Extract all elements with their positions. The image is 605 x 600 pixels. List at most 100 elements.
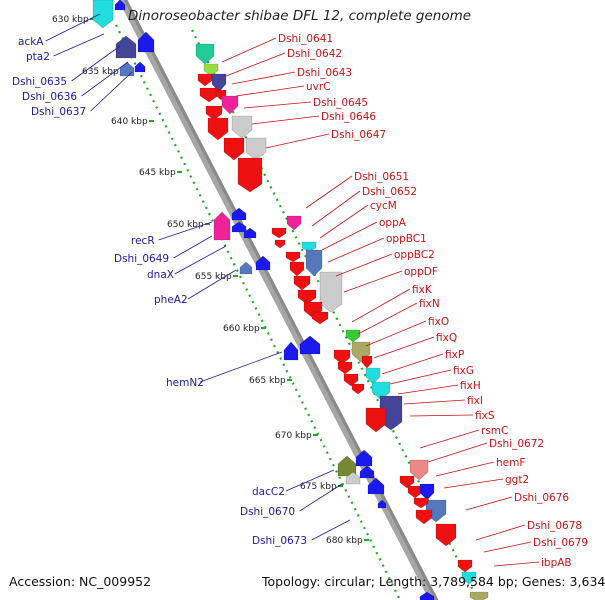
gene-feature-reverse — [359, 465, 375, 479]
right-gene-label: oppBC1 — [386, 233, 427, 245]
gene-feature-forward — [211, 73, 227, 93]
gene-feature-forward — [319, 271, 343, 313]
right-gene-leader — [319, 204, 369, 239]
left-gene-leader — [174, 245, 227, 275]
right-gene-label: fixQ — [436, 332, 457, 344]
gene-feature-forward — [333, 349, 351, 365]
gene-feature-reverse — [213, 211, 231, 241]
right-gene-leader — [243, 101, 312, 109]
left-gene-label: Dshi_0649 — [114, 253, 169, 265]
right-gene-label: Dshi_0672 — [489, 438, 544, 450]
right-gene-leader — [365, 320, 427, 347]
right-gene-label: Dshi_0642 — [287, 48, 342, 60]
left-gene-leader — [187, 269, 237, 300]
gene-feature-reverse — [137, 31, 155, 53]
gene-feature-forward — [415, 509, 433, 525]
gene-feature-forward — [337, 361, 353, 375]
gene-feature-forward — [297, 289, 317, 305]
right-gene-leader — [435, 461, 495, 477]
right-gene-label: ibpAB — [541, 557, 572, 569]
right-gene-leader — [397, 384, 459, 395]
right-gene-leader — [409, 414, 474, 417]
gene-feature-reverse — [367, 477, 385, 495]
right-gene-leader — [357, 302, 418, 335]
left-gene-label: pheA2 — [154, 294, 188, 306]
ruler-tick-label: 635 kbp — [82, 67, 119, 77]
gene-feature-forward — [461, 571, 477, 585]
gene-feature-forward — [457, 559, 473, 573]
ruler-tick-label: 675 kbp — [300, 482, 337, 492]
left-gene-leader — [285, 469, 335, 492]
gene-feature-forward — [285, 251, 301, 263]
left-gene-label: dnaX — [147, 269, 174, 281]
ruler-tick-label: 665 kbp — [249, 376, 286, 386]
gene-feature-reverse — [239, 261, 253, 275]
gene-feature-forward — [399, 475, 415, 489]
right-gene-leader — [251, 115, 320, 125]
gene-feature-reverse — [231, 207, 247, 221]
left-gene-leader — [299, 483, 343, 512]
right-gene-label: Dshi_0678 — [527, 520, 582, 532]
right-gene-label: fixS — [475, 410, 495, 422]
right-gene-leader — [381, 353, 444, 375]
gene-feature-forward — [351, 383, 365, 395]
gene-feature-forward — [365, 407, 387, 433]
right-gene-leader — [427, 442, 488, 463]
gene-feature-reverse — [255, 255, 271, 271]
right-gene-label: fixI — [467, 395, 483, 407]
gene-feature-forward — [92, 0, 114, 29]
gene-feature-reverse — [419, 591, 435, 600]
right-gene-label: Dshi_0652 — [362, 186, 417, 198]
left-gene-label: Dshi_0673 — [252, 535, 307, 547]
right-gene-label: fixH — [460, 380, 481, 392]
gene-feature-forward — [361, 355, 373, 369]
ruler-tick-label: 645 kbp — [139, 168, 176, 178]
right-gene-leader — [351, 288, 411, 323]
right-gene-label: Dshi_0646 — [321, 111, 376, 123]
gene-feature-forward — [199, 87, 219, 103]
right-gene-leader — [231, 71, 296, 85]
left-gene-leader — [45, 13, 101, 42]
gene-feature-forward — [311, 311, 329, 325]
map-title: Dinoroseobacter shibae DFL 12, complete … — [128, 8, 472, 24]
left-gene-label: Dshi_0635 — [12, 76, 67, 88]
gene-feature-forward — [289, 261, 305, 277]
right-gene-leader — [343, 270, 403, 293]
gene-feature-reverse — [377, 499, 387, 509]
gene-feature-forward — [237, 157, 263, 193]
gene-feature-forward — [407, 485, 423, 499]
gene-feature-forward — [207, 117, 229, 141]
left-gene-label: ackA — [18, 36, 44, 48]
gene-feature-reverse — [114, 0, 126, 11]
right-gene-leader — [403, 399, 466, 405]
gene-feature-reverse — [231, 221, 247, 233]
right-gene-leader — [311, 190, 361, 227]
right-gene-label: hemF — [496, 457, 525, 469]
ruler-tick-label: 650 kbp — [167, 220, 204, 230]
gene-feature-forward — [231, 115, 253, 139]
right-gene-label: fixP — [445, 349, 464, 361]
left-gene-label: dacC2 — [252, 486, 285, 498]
gene-feature-forward — [203, 63, 219, 77]
gene-feature-reverse — [115, 35, 137, 59]
right-gene-leader — [465, 496, 513, 511]
right-gene-leader — [305, 175, 353, 209]
right-gene-leader — [327, 237, 385, 263]
ruler-tick-label: 655 kbp — [195, 272, 232, 282]
gene-feature-forward — [469, 591, 489, 600]
gene-feature-forward — [197, 73, 213, 87]
left-gene-label: Dshi_0670 — [240, 506, 295, 518]
right-gene-leader — [475, 524, 526, 541]
gene-feature-forward — [286, 215, 302, 231]
gene-feature-forward — [245, 137, 267, 161]
gene-feature-forward — [419, 483, 435, 501]
gene-feature-forward — [435, 523, 457, 547]
right-gene-leader — [221, 37, 277, 63]
topology-label: Topology: circular; Length: 3,789,584 bp… — [262, 574, 605, 589]
right-gene-label: oppBC2 — [394, 249, 435, 261]
gene-feature-reverse — [243, 227, 257, 239]
right-gene-leader — [443, 478, 504, 489]
gene-feature-forward — [293, 275, 311, 291]
